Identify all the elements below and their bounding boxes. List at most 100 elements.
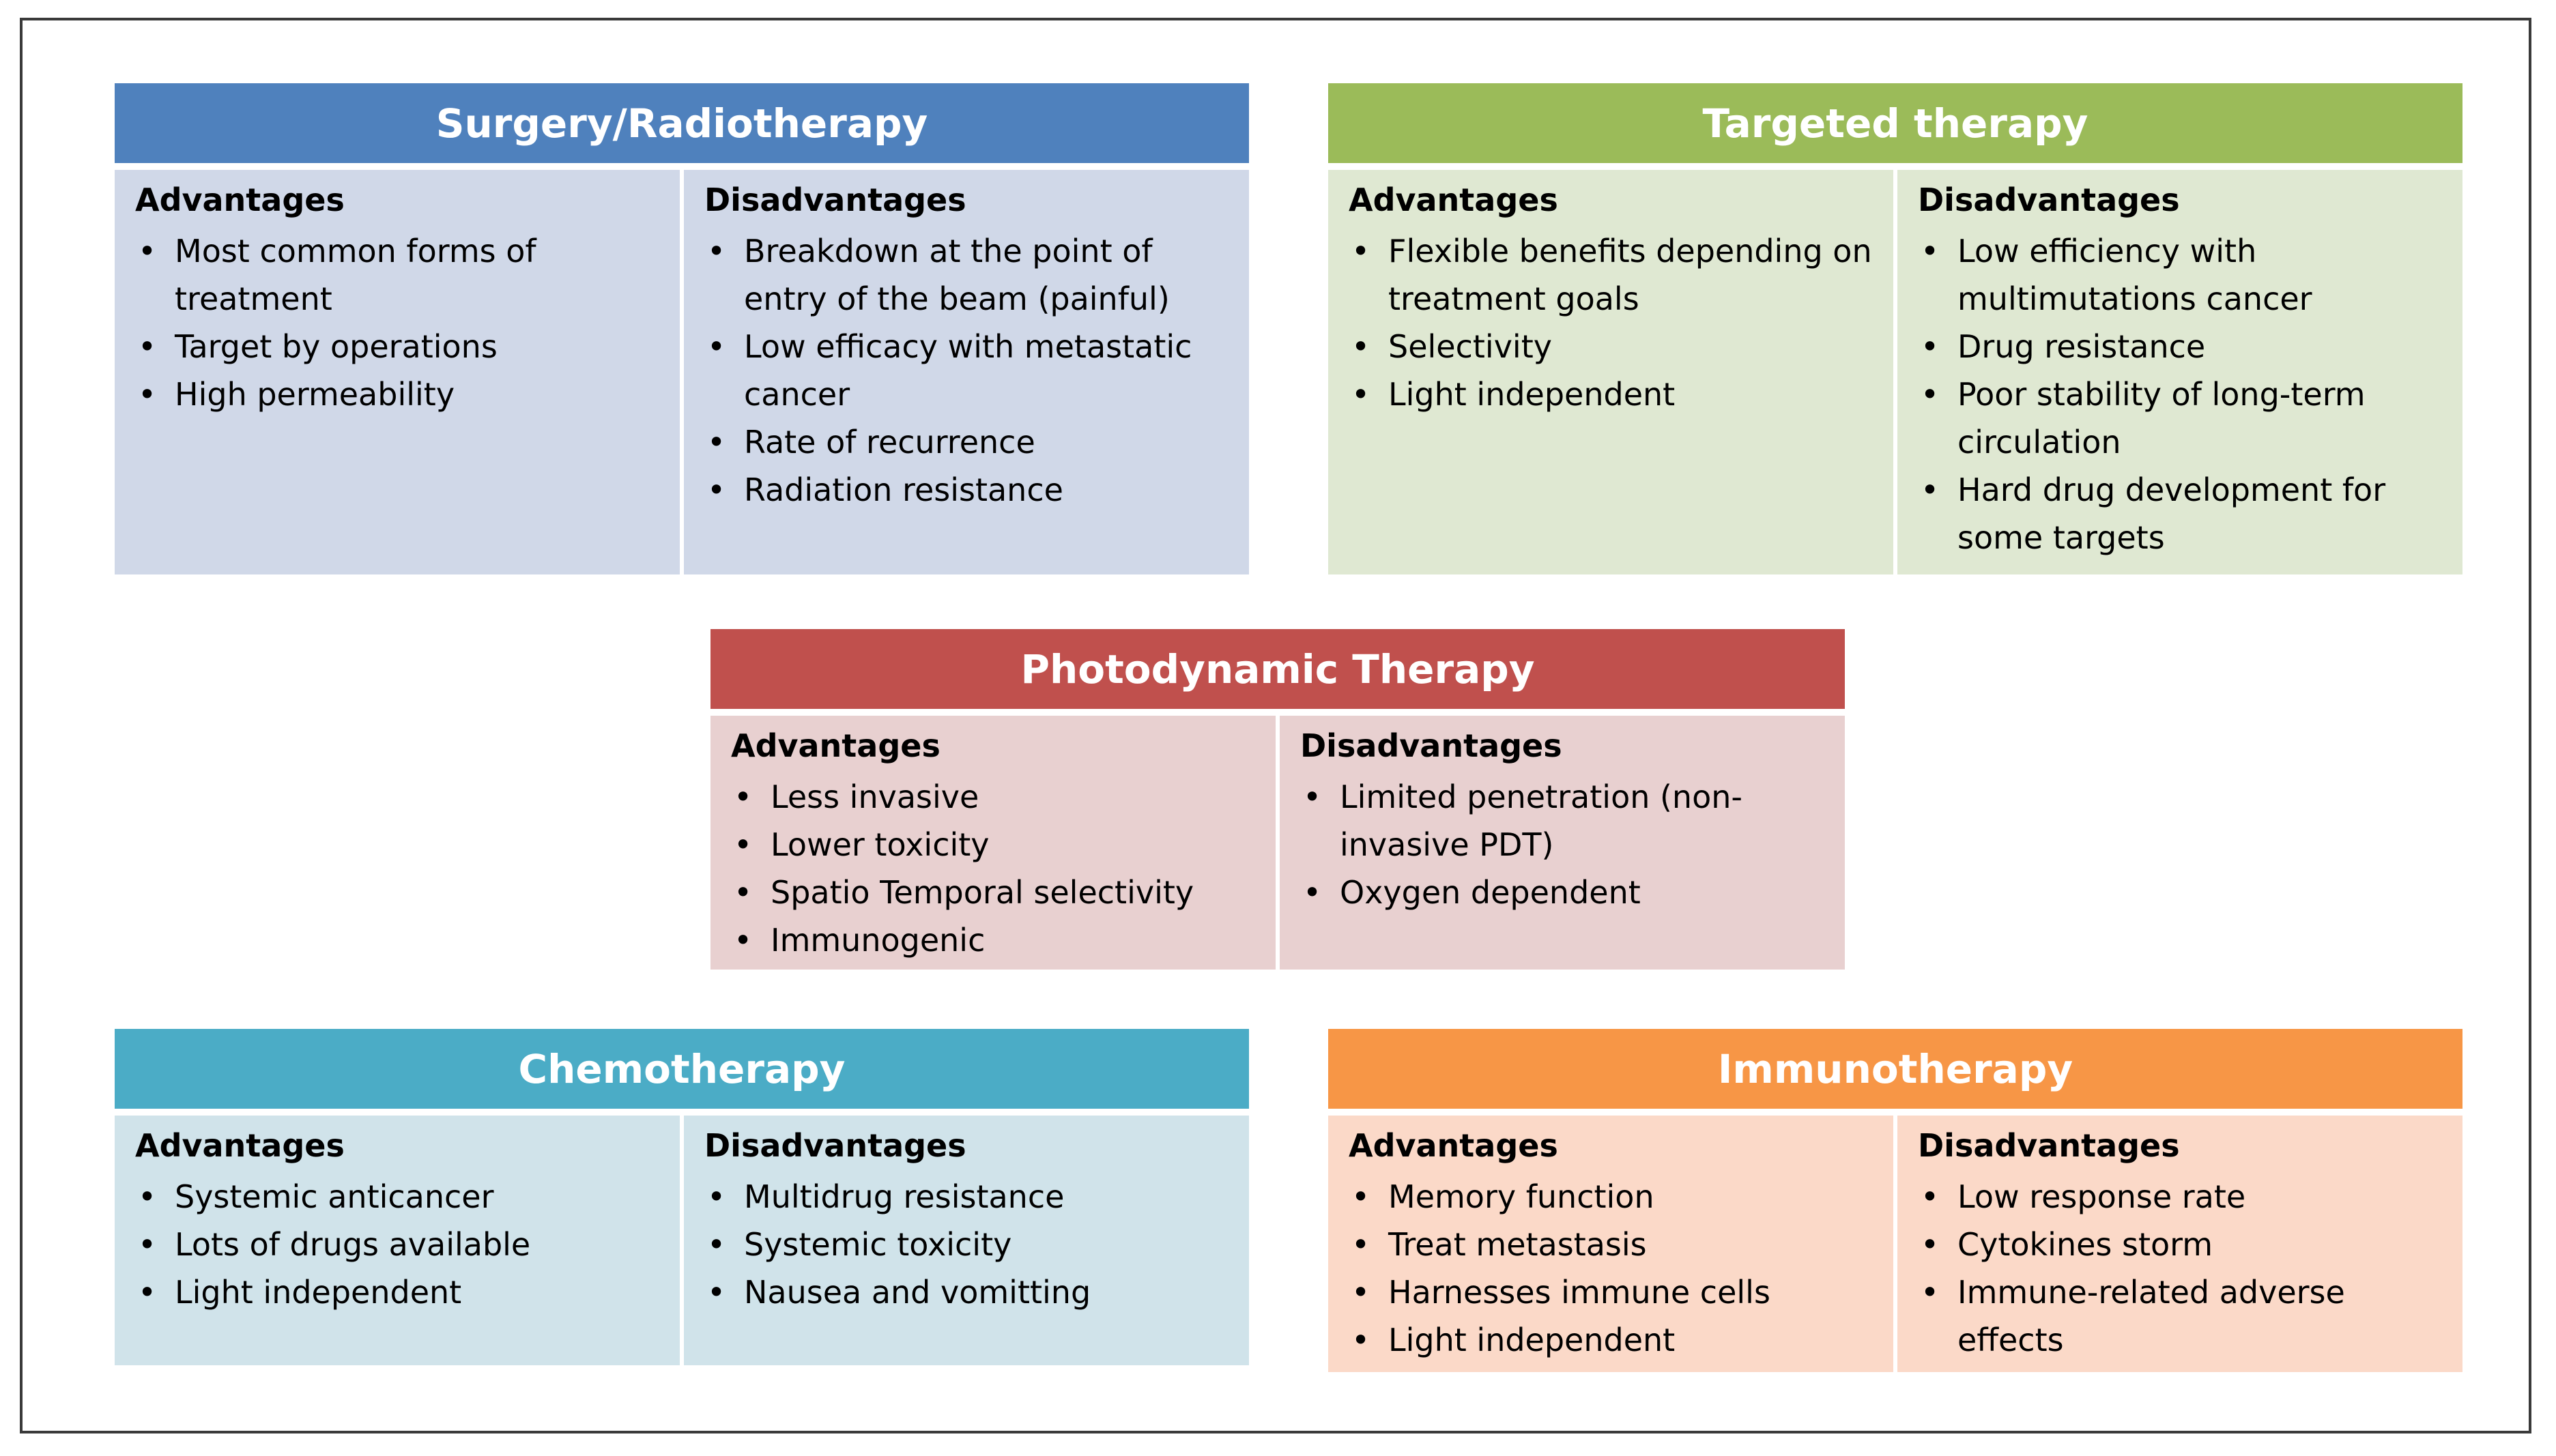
bullet-icon: • (1921, 328, 1940, 365)
bullet-icon: • (138, 1274, 157, 1311)
advantages-heading: Advantages (731, 727, 940, 764)
list-item: •Oxygen dependent (1300, 869, 1831, 916)
list-item-text: Flexible benefits depending on treatment… (1388, 233, 1872, 317)
list-item: •Poor stability of long-term circulation (1918, 370, 2449, 466)
list-item: •Lower toxicity (731, 821, 1262, 869)
list-item: •Hard drug development for some targets (1918, 466, 2449, 562)
card-surgery-radiotherapy: Surgery/Radiotherapy Advantages •Most co… (115, 83, 1249, 574)
list-item-text: Memory function (1388, 1178, 1654, 1215)
list-item-text: Immune-related adverse effects (1957, 1274, 2345, 1358)
card-header: Photodynamic Therapy (710, 629, 1845, 709)
list-item: •Spatio Temporal selectivity (731, 869, 1262, 916)
advantages-list: • Flexible benefits depending on treatmen… (1349, 227, 1880, 418)
card-targeted-therapy: Targeted therapy Advantages •Flexible be… (1328, 83, 2462, 574)
advantages-list: • Less invasive •Lower toxicity•Spatio Tem… (731, 773, 1262, 964)
disadvantages-list: •Limited penetration (non-invasive PDT)•… (1300, 773, 1831, 916)
list-item-text: Cytokines storm (1957, 1226, 2213, 1263)
bullet-icon: • (1351, 1178, 1370, 1215)
bullet-icon: • (734, 826, 753, 863)
list-item: •Systemic anticancer (135, 1173, 666, 1221)
bullet-icon: • (1303, 874, 1322, 911)
card-header: Chemotherapy (115, 1029, 1249, 1109)
advantages-column: Advantages • Memory function •Treat metast… (1328, 1116, 1893, 1372)
bullet-icon: • (707, 1226, 726, 1263)
card-body: Advantages • Less invasive •Lower toxicity… (710, 716, 1845, 970)
list-item: •Breakdown at the point of entry of the … (704, 227, 1235, 323)
disadvantages-heading: Disadvantages (704, 1127, 966, 1164)
card-body: Advantages • Flexible benefits depending … (1328, 170, 2462, 574)
card-header: Immunotherapy (1328, 1029, 2462, 1109)
advantages-heading: Advantages (1349, 181, 1558, 218)
list-item: • High permeability (135, 370, 666, 418)
bullet-icon: • (138, 376, 157, 413)
disadvantages-list: •Multidrug resistance•Systemic toxicity•… (704, 1173, 1235, 1316)
card-body: Advantages •Most common forms of treatme… (115, 170, 1249, 574)
bullet-icon: • (138, 328, 157, 365)
list-item-text: Less invasive (771, 778, 979, 815)
bullet-icon: • (1303, 778, 1322, 815)
list-item-text: Multidrug resistance (744, 1178, 1065, 1215)
list-item: •Nausea and vomitting (704, 1268, 1235, 1316)
list-item-text: Systemic toxicity (744, 1226, 1012, 1263)
list-item: •Target by operations (135, 323, 666, 370)
disadvantages-column: Disadvantages •Low efficiency with multi… (1897, 170, 2462, 574)
list-item: •Flexible benefits depending on treatmen… (1349, 227, 1880, 323)
list-item-text: High permeability (175, 376, 455, 413)
card-header: Surgery/Radiotherapy (115, 83, 1249, 163)
card-body: Advantages •Systemic anticancer•Lots of … (115, 1116, 1249, 1365)
advantages-column: Advantages • Flexible benefits depending … (1328, 170, 1893, 574)
bullet-icon: • (1351, 376, 1370, 413)
bullet-icon: • (138, 233, 157, 270)
list-item: • Drug resistance (1918, 323, 2449, 370)
list-item-text: Light independent (175, 1274, 462, 1311)
list-item: • Selectivity (1349, 323, 1880, 370)
bullet-icon: • (707, 1178, 726, 1215)
bullet-icon: • (1921, 233, 1940, 270)
list-item: • Light independent (1349, 1316, 1880, 1364)
disadvantages-heading: Disadvantages (704, 181, 966, 218)
disadvantages-heading: Disadvantages (1918, 181, 2180, 218)
list-item-text: Systemic anticancer (175, 1178, 494, 1215)
list-item: •Harnesses immune cells (1349, 1268, 1880, 1316)
bullet-icon: • (707, 424, 726, 461)
outer-frame (20, 18, 2531, 1433)
list-item-text: Hard drug development for some targets (1957, 471, 2386, 556)
list-item-text: Selectivity (1388, 328, 1552, 365)
list-item: • Low response rate (1918, 1173, 2449, 1221)
list-item-text: Breakdown at the point of entry of the b… (744, 233, 1170, 317)
list-item: •Rate of recurrence (704, 418, 1235, 466)
list-item: •Low efficacy with metastatic cancer (704, 323, 1235, 418)
advantages-heading: Advantages (135, 181, 345, 218)
list-item: •Low efficiency with multimutations canc… (1918, 227, 2449, 323)
disadvantages-column: Disadvantages •Breakdown at the point of… (684, 170, 1249, 574)
card-chemotherapy: Chemotherapy Advantages •Systemic antica… (115, 1029, 1249, 1365)
list-item-text: Light independent (1388, 376, 1676, 413)
list-item-text: Harnesses immune cells (1388, 1274, 1770, 1311)
bullet-icon: • (1351, 1322, 1370, 1358)
advantages-column: Advantages • Less invasive •Lower toxicity… (710, 716, 1276, 970)
list-item: •Lots of drugs available (135, 1221, 666, 1268)
bullet-icon: • (1921, 1226, 1940, 1263)
bullet-icon: • (707, 328, 726, 365)
card-immunotherapy: Immunotherapy Advantages • Memory functio… (1328, 1029, 2462, 1372)
list-item-text: Drug resistance (1957, 328, 2206, 365)
disadvantages-heading: Disadvantages (1918, 1127, 2180, 1164)
bullet-icon: • (1921, 1178, 1940, 1215)
list-item: •Immunogenic (731, 916, 1262, 964)
bullet-icon: • (1351, 328, 1370, 365)
list-item: •Treat metastasis (1349, 1221, 1880, 1268)
list-item-text: Low response rate (1957, 1178, 2246, 1215)
list-item: • Systemic toxicity (704, 1221, 1235, 1268)
list-item: • Light independent (1349, 370, 1880, 418)
list-item-text: Limited penetration (non-invasive PDT) (1340, 778, 1742, 863)
advantages-list: •Systemic anticancer•Lots of drugs avail… (135, 1173, 666, 1316)
disadvantages-heading: Disadvantages (1300, 727, 1562, 764)
list-item-text: Light independent (1388, 1322, 1676, 1358)
disadvantages-column: Disadvantages • Limited penetration (non-… (1280, 716, 1845, 970)
advantages-heading: Advantages (1349, 1127, 1558, 1164)
bullet-icon: • (707, 1274, 726, 1311)
list-item: • Limited penetration (non-invasive PDT) (1300, 773, 1831, 869)
list-item: • Memory function (1349, 1173, 1880, 1221)
disadvantages-list: •Low response rate•Cytokines storm•Immun… (1918, 1173, 2449, 1364)
